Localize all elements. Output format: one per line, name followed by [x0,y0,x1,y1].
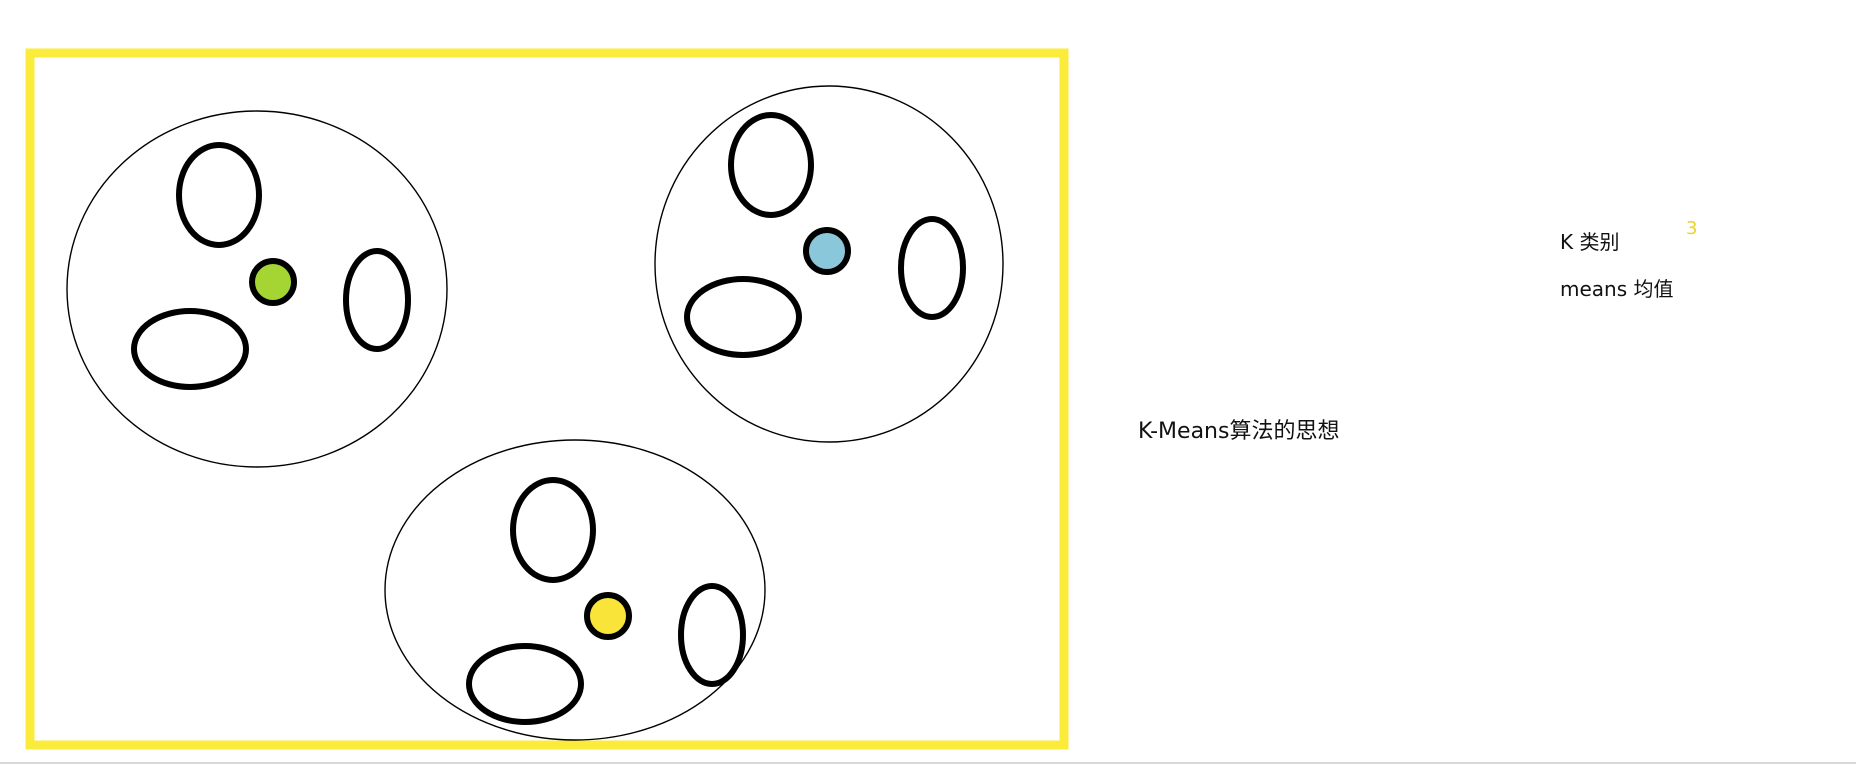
data-point [684,276,802,358]
yellow-frame [25,48,1069,750]
k-category-label: K 类别 [1560,230,1620,254]
centroid-green [249,258,297,306]
cluster-boundary [384,439,766,741]
data-point [466,643,584,725]
centroid-blue [803,227,851,275]
cluster-boundary [654,85,1004,443]
cluster-boundary [66,110,448,468]
cluster-right [654,85,1004,443]
data-point [131,308,249,390]
data-point [678,583,746,687]
data-point [176,142,262,248]
k-value-number: 3 [1686,218,1698,239]
means-average-label: means 均值 [1560,277,1674,301]
data-point [898,216,966,320]
data-point [343,248,411,352]
cluster-left [66,110,448,468]
data-point [728,112,814,218]
diagram-title: K-Means算法的思想 [1138,419,1340,444]
bottom-divider [0,762,1856,764]
centroid-yellow [584,592,632,640]
cluster-bottom [384,439,766,741]
data-point [510,477,596,583]
